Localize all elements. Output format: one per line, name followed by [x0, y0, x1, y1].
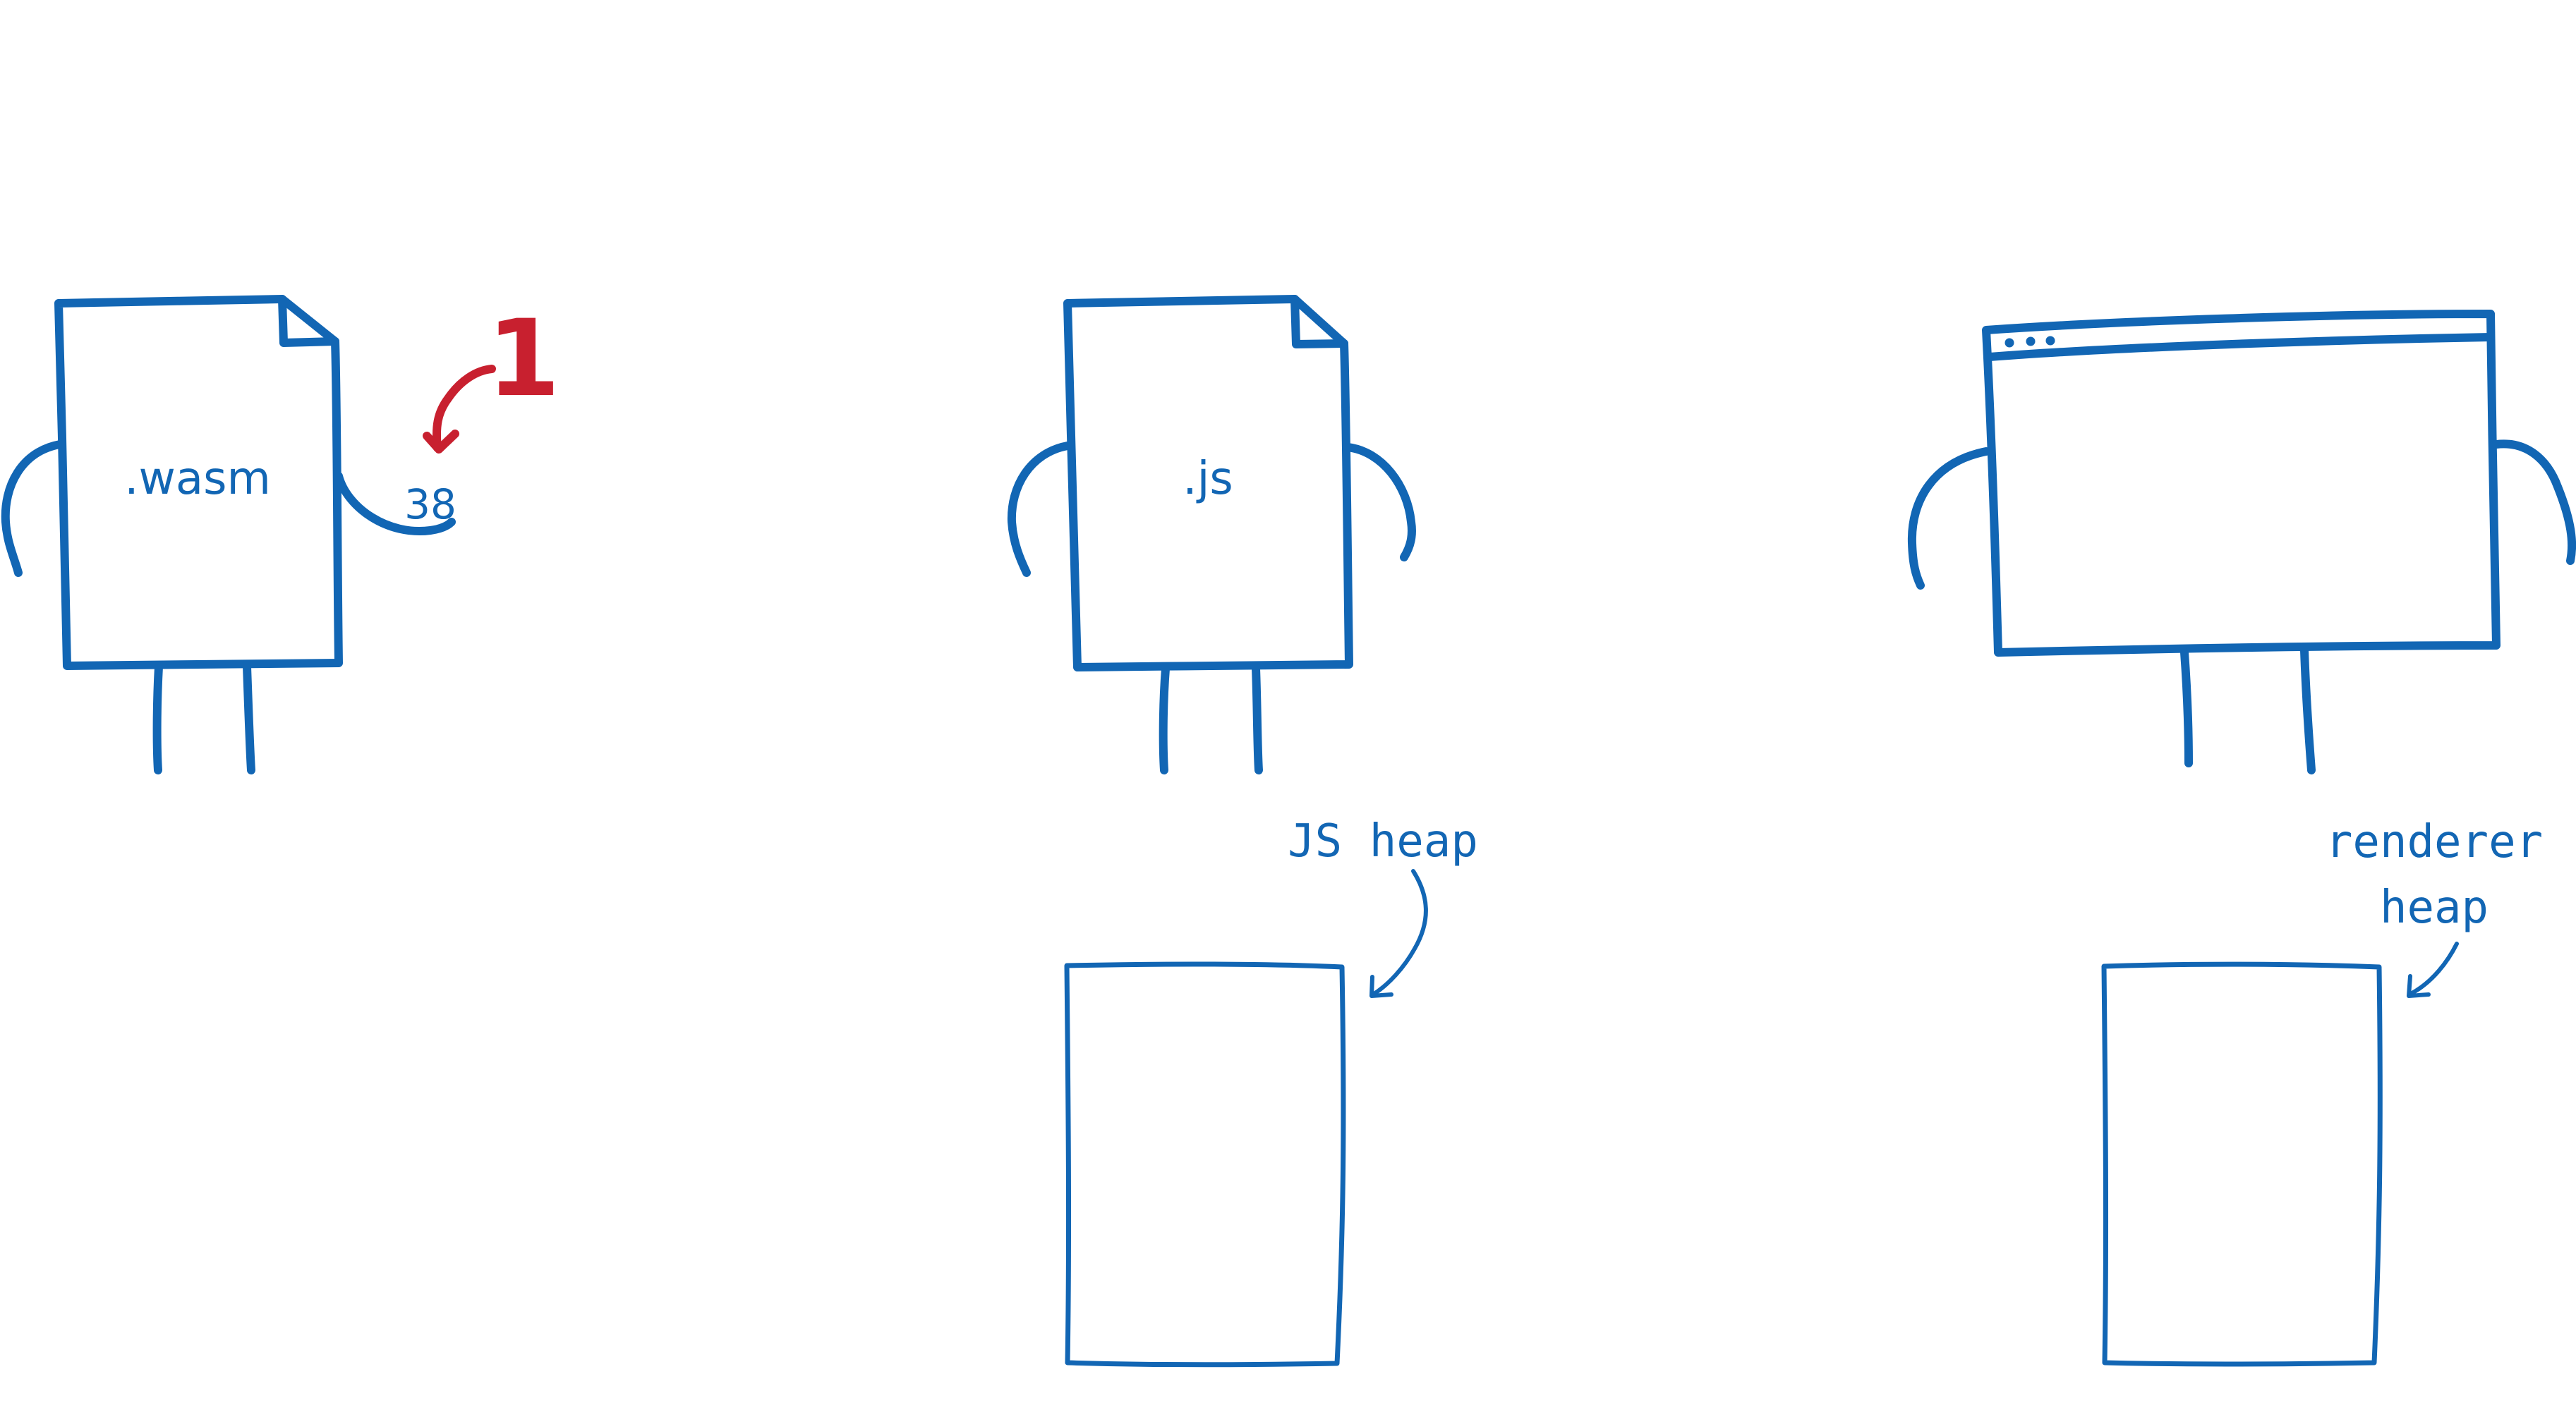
- browser-character: [1907, 310, 2576, 774]
- curved-arrow: [432, 365, 496, 452]
- js-heap-box: [1064, 961, 1346, 1368]
- step-number: 1: [487, 298, 560, 420]
- wasm-file-character: .wasm 38: [1, 295, 456, 774]
- js-right-arm: [1343, 443, 1416, 561]
- renderer-heap-label-line1: renderer: [2326, 816, 2543, 868]
- js-file-fold: [1290, 295, 1348, 348]
- browser-right-arm: [2492, 439, 2576, 565]
- arrow-head: [423, 430, 459, 454]
- wasm-file-fold: [278, 295, 339, 347]
- js-heap-label: JS heap: [1288, 815, 1478, 868]
- js-heap-pointer-head: [1369, 975, 1393, 998]
- wasm-right-leg: [243, 662, 255, 774]
- wasm-left-arm: [1, 440, 64, 577]
- js-right-leg: [1252, 664, 1263, 774]
- browser-dot-3: [2045, 336, 2055, 346]
- js-label: .js: [1183, 453, 1233, 505]
- renderer-heap-pointer-head: [2407, 974, 2431, 998]
- browser-dot-2: [2026, 336, 2036, 346]
- js-left-leg: [1159, 664, 1170, 774]
- renderer-heap-label-line2: heap: [2380, 882, 2489, 934]
- wasm-left-leg: [152, 662, 163, 774]
- wasm-held-value: 38: [404, 480, 456, 528]
- wasm-right-arm: [334, 472, 456, 535]
- js-heap-pointer: [1371, 869, 1428, 997]
- renderer-heap-box: [2101, 961, 2383, 1367]
- browser-title-bar: [1985, 333, 2495, 361]
- renderer-heap-pointer: [2407, 942, 2459, 997]
- browser-dot-1: [2004, 338, 2014, 348]
- js-file-character: .js: [1007, 295, 1416, 774]
- js-heap: JS heap: [1064, 815, 1478, 1368]
- wasm-label: .wasm: [124, 453, 271, 505]
- browser-left-leg: [2180, 648, 2193, 767]
- browser-right-leg: [2300, 646, 2316, 774]
- js-left-arm: [1007, 442, 1072, 577]
- renderer-heap: renderer heap: [2101, 816, 2543, 1367]
- step-marker: 1: [423, 298, 560, 454]
- browser-window-icon: [1982, 310, 2501, 657]
- browser-left-arm: [1907, 447, 1990, 590]
- js-file-body: [1063, 295, 1353, 671]
- wasm-file-body: [54, 295, 343, 670]
